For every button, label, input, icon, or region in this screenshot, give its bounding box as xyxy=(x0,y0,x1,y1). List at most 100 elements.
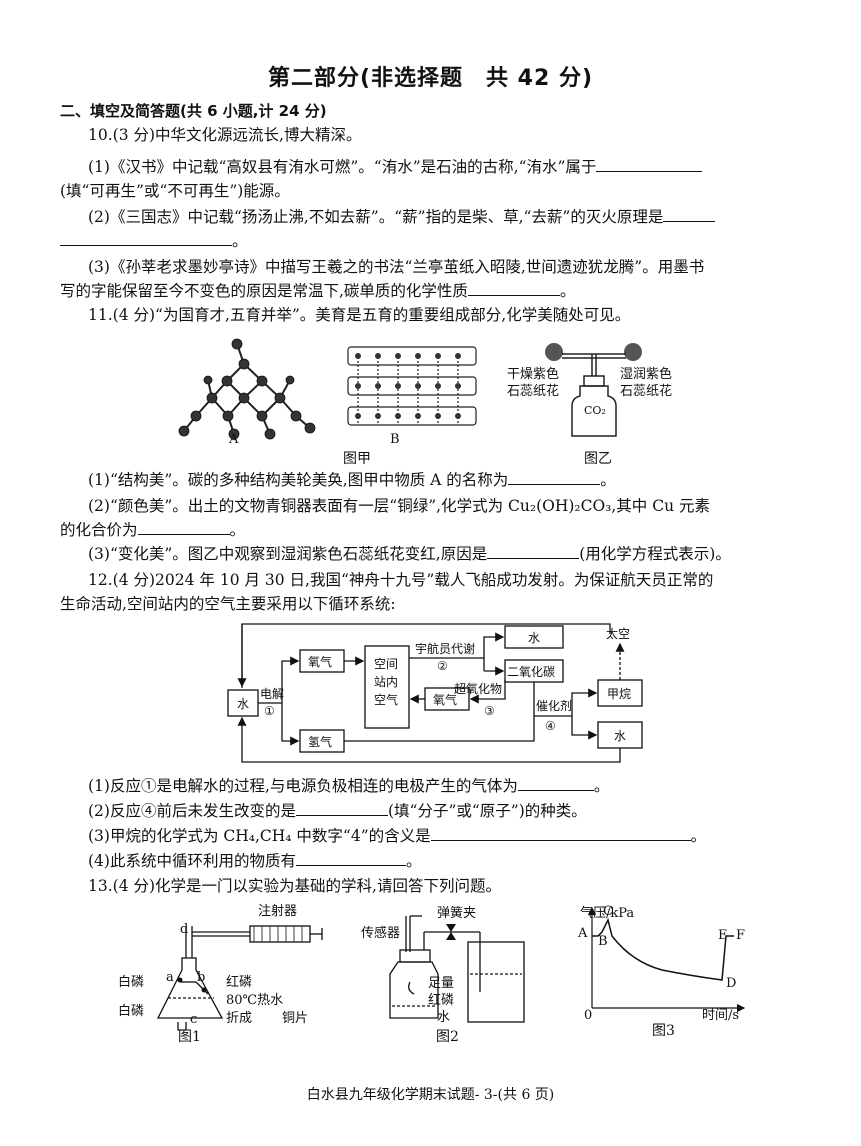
graphite-structure-figure xyxy=(347,346,477,426)
f1-white-p: 白磷 xyxy=(118,975,145,990)
q12-part2-blank[interactable] xyxy=(295,801,388,816)
d-water-left: 水 xyxy=(237,697,249,711)
f3-caption: 图3 xyxy=(652,1023,675,1039)
f1-copper: 铜片 xyxy=(282,1011,309,1026)
d-metabolism: 宇航员代谢 xyxy=(415,641,475,656)
figure-3-pressure-graph xyxy=(587,906,746,1013)
f1-a: a xyxy=(166,970,174,985)
d-water-bottom: 水 xyxy=(614,729,626,743)
d-superoxide: 超氧化物 xyxy=(454,681,502,696)
co2-bottle-figure xyxy=(545,343,642,437)
q12-part3-text: (3)甲烷的化学式为 CH₄,CH₄ 中数字“4”的含义是 xyxy=(88,827,431,845)
q10-part2-blank-b[interactable] xyxy=(60,231,232,246)
q11-part2-line1: (2)“颜色美”。出土的文物青铜器表面有一层“铜绿”,化学式为 Cu₂(OH)₂… xyxy=(88,497,710,515)
q12-part4: (4)此系统中循环利用的物质有 。 xyxy=(88,851,821,871)
f3-b: B xyxy=(598,934,608,949)
f1-d: d xyxy=(180,922,189,937)
q12-part2-text: (2)反应④前后未发生改变的是 xyxy=(88,802,296,820)
q10-part3-text: 写的字能保留至今不变色的原因是常温下,碳单质的化学性质 xyxy=(60,282,468,300)
d-station-2: 站内 xyxy=(374,675,398,689)
f2-caption: 图2 xyxy=(436,1029,459,1045)
d-co2: 二氧化碳 xyxy=(507,665,555,679)
figure-jia-caption: 图甲 xyxy=(343,451,371,467)
q10-part3-end: 。 xyxy=(559,282,576,300)
q12-stem-line1: 12.(4 分)2024 年 10 月 30 日,我国“神舟十九号”载人飞船成功… xyxy=(88,571,714,589)
q10-part3-blank[interactable] xyxy=(467,281,560,296)
d-station-3: 空气 xyxy=(374,692,398,707)
q12-part4-text: (4)此系统中循环利用的物质有 xyxy=(88,852,296,870)
f2-sensor: 传感器 xyxy=(361,926,401,941)
d-electrolysis: 电解 xyxy=(260,687,284,701)
wet-flower-label-1: 湿润紫色 xyxy=(620,367,673,382)
q11-part2-end: 。 xyxy=(229,521,246,539)
q12-part2: (2)反应④前后未发生改变的是 (填“分子”或“原子”)的种类。 xyxy=(88,801,821,821)
q12-part1-end: 。 xyxy=(593,777,610,795)
f3-xlabel: 时间/s xyxy=(702,1008,740,1023)
q10-part2-line1: (2)《三国志》中记载“扬汤止沸,不如去薪”。“薪”指的是柴、草,“去薪”的灭火… xyxy=(88,207,821,227)
q12-part4-end: 。 xyxy=(405,852,422,870)
d-catalyst: 催化剂 xyxy=(536,698,572,713)
q12-stem-line2: 生命活动,空间站内的空气主要采用以下循环系统: xyxy=(60,595,396,613)
d-space: 太空 xyxy=(606,626,630,641)
f2-enough-1: 足量 xyxy=(428,976,455,991)
q10-part2-blank-a[interactable] xyxy=(663,207,716,222)
q13-stem: 13.(4 分)化学是一门以实验为基础的学科,请回答下列问题。 xyxy=(88,877,501,895)
dry-flower-label-1: 干燥紫色 xyxy=(507,367,560,382)
q11-part1-blank[interactable] xyxy=(508,470,601,485)
f1-c: c xyxy=(190,1012,198,1027)
f2-clip: 弹簧夹 xyxy=(437,906,477,921)
q11-part1-text: (1)“结构美”。碳的多种结构美轮美奂,图甲中物质 A 的名称为 xyxy=(88,471,509,489)
q10-part1-blank[interactable] xyxy=(596,157,703,172)
d-oxygen: 氧气 xyxy=(308,654,332,669)
q10-stem: 10.(3 分)中华文化源远流长,博大精深。 xyxy=(88,126,362,144)
f1-fold: 折成 xyxy=(226,1011,253,1026)
f1-white-p2: 白磷 xyxy=(118,1004,145,1019)
f1-b: b xyxy=(197,970,206,985)
q11-part1: (1)“结构美”。碳的多种结构美轮美奂,图甲中物质 A 的名称为 。 xyxy=(88,470,821,490)
figure-a-label: A xyxy=(229,432,239,447)
figure-b-label: B xyxy=(390,432,400,447)
q11-part3: (3)“变化美”。图乙中观察到湿润紫色石蕊纸花变红,原因是(用化学方程式表示)。 xyxy=(88,544,821,564)
f1-hot-water: 80℃热水 xyxy=(226,993,284,1008)
d-oxygen2: 氧气 xyxy=(433,692,457,707)
q11-stem: 11.(4 分)“为国育才,五育并举”。美育是五育的重要组成部分,化学美随处可见… xyxy=(88,306,631,324)
figure-2-phosphorus-experiment xyxy=(389,915,525,1023)
d-methane: 甲烷 xyxy=(607,687,631,701)
q10-part3-line1: (3)《孙莘老求墨妙亭诗》中描写王羲之的书法“兰亭茧纸入昭陵,世间遗迹犹龙腾”。… xyxy=(88,258,705,276)
d-n3: ③ xyxy=(484,704,495,718)
f2-enough-2: 红磷 xyxy=(428,993,455,1008)
page-title: 第二部分(非选择题 共 42 分) xyxy=(267,66,594,91)
f3-f: F xyxy=(736,928,746,943)
dry-flower-label-2: 石蕊纸花 xyxy=(507,384,560,399)
q11-part3-text: (3)“变化美”。图乙中观察到湿润紫色石蕊纸花变红,原因是 xyxy=(88,545,488,563)
co2-label: CO₂ xyxy=(584,404,606,417)
f3-a: A xyxy=(578,926,588,941)
page-footer: 白水县九年级化学期末试题- 3-(共 6 页) xyxy=(306,1087,555,1103)
q10-part2-line2: 。 xyxy=(60,231,821,251)
d-n2: ② xyxy=(437,659,448,673)
q12-part4-blank[interactable] xyxy=(295,851,406,866)
f3-ylabel: 气压/kPa xyxy=(580,906,635,921)
q11-part2-text: 的化合价为 xyxy=(60,521,138,539)
wet-flower-label-2: 石蕊纸花 xyxy=(620,384,673,399)
section-heading: 二、填空及简答题(共 6 小题,计 24 分) xyxy=(60,102,327,120)
figure-1-flask-experiment xyxy=(156,925,323,1031)
q12-part3: (3)甲烷的化学式为 CH₄,CH₄ 中数字“4”的含义是 。 xyxy=(88,826,821,846)
q11-part2-blank[interactable] xyxy=(137,520,230,535)
q12-part2-end: (填“分子”或“原子”)的种类。 xyxy=(387,802,587,820)
q12-part1-text: (1)反应①是电解水的过程,与电源负极相连的电极产生的气体为 xyxy=(88,777,518,795)
f3-d: D xyxy=(726,976,737,991)
q11-part3-blank[interactable] xyxy=(487,544,580,559)
diamond-structure-figure xyxy=(178,338,316,440)
q10-part1-text: (1)《汉书》中记载“高奴县有洧水可燃”。“洧水”是石油的古称,“洧水”属于 xyxy=(88,158,597,176)
q10-part1-line2: (填“可再生”或“不可再生”)能源。 xyxy=(60,182,290,200)
q12-part3-end: 。 xyxy=(690,827,707,845)
q12-part3-blank[interactable] xyxy=(430,826,691,841)
f1-red-p: 红磷 xyxy=(226,975,253,990)
d-hydrogen: 氢气 xyxy=(308,734,332,749)
q11-part1-end: 。 xyxy=(600,471,616,489)
q12-part1-blank[interactable] xyxy=(517,776,594,791)
f1-syringe: 注射器 xyxy=(258,904,298,919)
q10-part2-end: 。 xyxy=(232,232,248,250)
space-station-cycle-diagram: 水 电解 ① 氧气 氢气 空间 站内 空气 宇航员代谢 ② 水 二氧化碳 氧气 … xyxy=(227,623,643,763)
